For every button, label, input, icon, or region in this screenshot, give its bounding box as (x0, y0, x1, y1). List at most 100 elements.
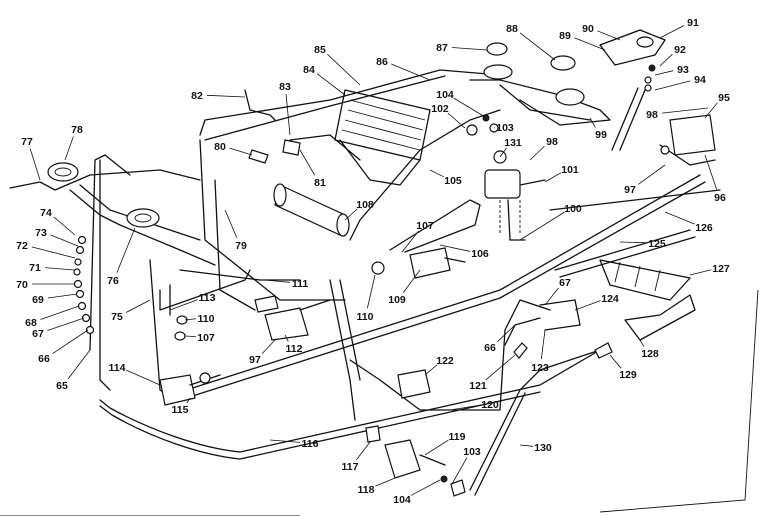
leader-69 (47, 293, 78, 299)
part-label-96: 96 (714, 192, 726, 204)
part-label-110-left: 110 (198, 313, 215, 325)
bracket-81 (282, 139, 301, 156)
leader-65 (67, 349, 91, 379)
part-label-98-right: 98 (646, 109, 658, 121)
part-label-116: 116 (302, 438, 319, 450)
part-label-124: 124 (601, 293, 619, 305)
leader-80 (229, 147, 253, 156)
leader-104-top (453, 97, 486, 118)
leader-81 (299, 149, 316, 176)
gas-tube-106 (389, 199, 481, 253)
part-label-70: 70 (16, 279, 28, 291)
leader-82 (206, 94, 246, 98)
leader-67-right (544, 287, 559, 306)
part-label-123: 123 (531, 362, 549, 374)
part-label-131: 131 (504, 137, 522, 149)
leader-83 (285, 93, 291, 136)
bracket-128 (624, 294, 696, 341)
part-label-98-center: 98 (546, 136, 558, 148)
part-label-83: 83 (279, 81, 291, 93)
part-label-122: 122 (436, 355, 454, 367)
leader-76 (116, 227, 136, 273)
leader-85 (327, 54, 361, 86)
part-label-128: 128 (641, 348, 659, 360)
safety-valve-95 (669, 114, 716, 156)
leader-119 (424, 439, 449, 456)
part-label-71: 71 (29, 262, 41, 274)
part-label-79: 79 (235, 240, 247, 252)
part-label-106: 106 (471, 248, 489, 260)
part-label-67-right: 67 (559, 277, 571, 289)
part-label-110-center: 110 (357, 311, 374, 323)
part-label-112: 112 (286, 343, 303, 355)
burner-bracket-77 (9, 169, 201, 191)
leader-72 (31, 246, 76, 259)
leader-lines (29, 25, 718, 496)
leader-89 (574, 37, 606, 51)
part-label-125: 125 (648, 238, 666, 250)
leader-108 (344, 208, 358, 221)
burner-head-87 (486, 42, 508, 56)
part-label-99: 99 (595, 129, 607, 141)
bracket-124 (539, 299, 581, 331)
leader-121 (485, 354, 516, 381)
leader-120 (449, 404, 481, 411)
fitting-117 (365, 425, 381, 443)
leader-95 (704, 102, 718, 119)
part-label-78: 78 (71, 124, 83, 136)
leader-67-left (47, 317, 85, 331)
leader-87 (451, 47, 488, 51)
part-label-75: 75 (111, 311, 123, 323)
leader-90 (597, 30, 621, 41)
gas-tube-111 (179, 269, 301, 281)
fitting-129 (594, 342, 613, 359)
part-label-67-left: 67 (32, 328, 44, 340)
part-label-130: 130 (534, 442, 552, 454)
part-label-103-bottom: 103 (463, 446, 481, 458)
part-label-118: 118 (358, 484, 375, 496)
leader-98-center (529, 145, 545, 161)
leader-129 (609, 354, 622, 369)
leader-110-center (366, 274, 376, 309)
leader-116 (269, 439, 301, 443)
leader-78 (64, 136, 74, 161)
part-label-90: 90 (582, 23, 594, 35)
valve-97 (264, 307, 309, 341)
leader-111 (264, 279, 291, 283)
gas-tube-65 (89, 154, 131, 351)
part-label-68: 68 (25, 317, 37, 329)
part-label-66-right: 66 (484, 342, 496, 354)
leader-105 (429, 169, 445, 178)
part-label-109: 109 (388, 294, 406, 306)
oven-thermostat-101 (484, 169, 521, 199)
leader-99 (589, 117, 596, 128)
leader-125 (619, 241, 648, 244)
leader-96 (704, 154, 718, 190)
leader-68 (40, 305, 80, 320)
part-label-102: 102 (431, 103, 449, 115)
part-label-104-top: 104 (436, 89, 454, 101)
fitting-121 (513, 342, 528, 359)
bracket-82 (244, 89, 276, 121)
leader-113 (169, 299, 198, 311)
leader-94 (654, 80, 691, 91)
leader-73 (50, 234, 79, 247)
broiler-rack-127 (599, 259, 691, 301)
bracket-89 (599, 29, 666, 66)
gas-tube-120 (349, 299, 551, 411)
part-label-101: 101 (561, 164, 579, 176)
leader-74 (53, 216, 76, 236)
leader-127 (689, 269, 712, 276)
leader-131 (499, 147, 507, 158)
leader-106 (439, 244, 471, 252)
part-label-100: 100 (564, 203, 582, 215)
leader-97-left (261, 339, 276, 354)
part-label-94: 94 (694, 74, 706, 86)
valve-114 (159, 374, 196, 406)
burner-head-76 (126, 208, 160, 228)
part-label-66-left: 66 (38, 353, 50, 365)
valve-109 (409, 247, 451, 279)
leader-122 (424, 364, 438, 376)
part-label-84: 84 (303, 64, 315, 76)
part-label-95: 95 (718, 92, 730, 104)
